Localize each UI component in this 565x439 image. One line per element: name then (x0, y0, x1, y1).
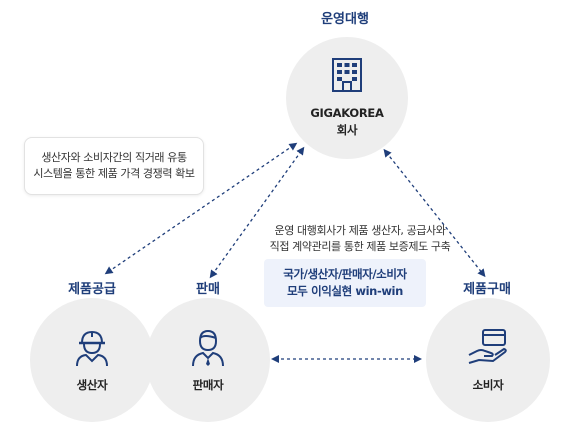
producer-circle: 생산자 (30, 298, 154, 422)
price-competitiveness-note: 생산자와 소비자간의 직거래 유통 시스템을 통한 제품 가격 경쟁력 확보 (24, 137, 204, 195)
note-line-2: 시스템을 통한 제품 가격 경쟁력 확보 (33, 167, 195, 180)
warranty-description: 운영 대행회사가 제품 생산자, 공급사와 직접 계약관리를 통한 제품 보증제… (240, 223, 480, 255)
producer-title: 제품공급 (68, 282, 116, 297)
company-name: GIGAKOREA (310, 106, 384, 120)
desc-line-2: 직접 계약관리를 통한 제품 보증제도 구축 (269, 240, 451, 253)
arrow-seller-company (209, 146, 305, 279)
note-line-1: 생산자와 소비자간의 직거래 유통 (41, 151, 187, 164)
seller-name: 판매자 (192, 378, 224, 392)
businessman-icon (188, 327, 228, 371)
win-win-box: 국가/생산자/판매자/소비자 모두 이익실현 win-win (264, 259, 426, 307)
highlight-line-2: 모두 이익실현 win-win (287, 284, 403, 298)
desc-line-1: 운영 대행회사가 제품 생산자, 공급사와 (274, 224, 446, 237)
building-icon (332, 58, 362, 96)
company-circle: GIGAKOREA 회사 (286, 37, 408, 159)
seller-circle: 판매자 (146, 298, 270, 422)
arrow-company-consumer (383, 148, 486, 278)
top-title: 운영대행 (321, 12, 369, 27)
consumer-name: 소비자 (472, 378, 504, 392)
consumer-circle: 소비자 (426, 298, 550, 422)
seller-title: 판매 (196, 282, 220, 297)
card-in-hand-icon (467, 327, 509, 371)
worker-helmet-icon (72, 327, 112, 371)
producer-name: 생산자 (76, 378, 108, 392)
consumer-title: 제품구매 (463, 282, 511, 297)
company-sub: 회사 (336, 123, 358, 137)
highlight-line-1: 국가/생산자/판매자/소비자 (283, 267, 407, 281)
